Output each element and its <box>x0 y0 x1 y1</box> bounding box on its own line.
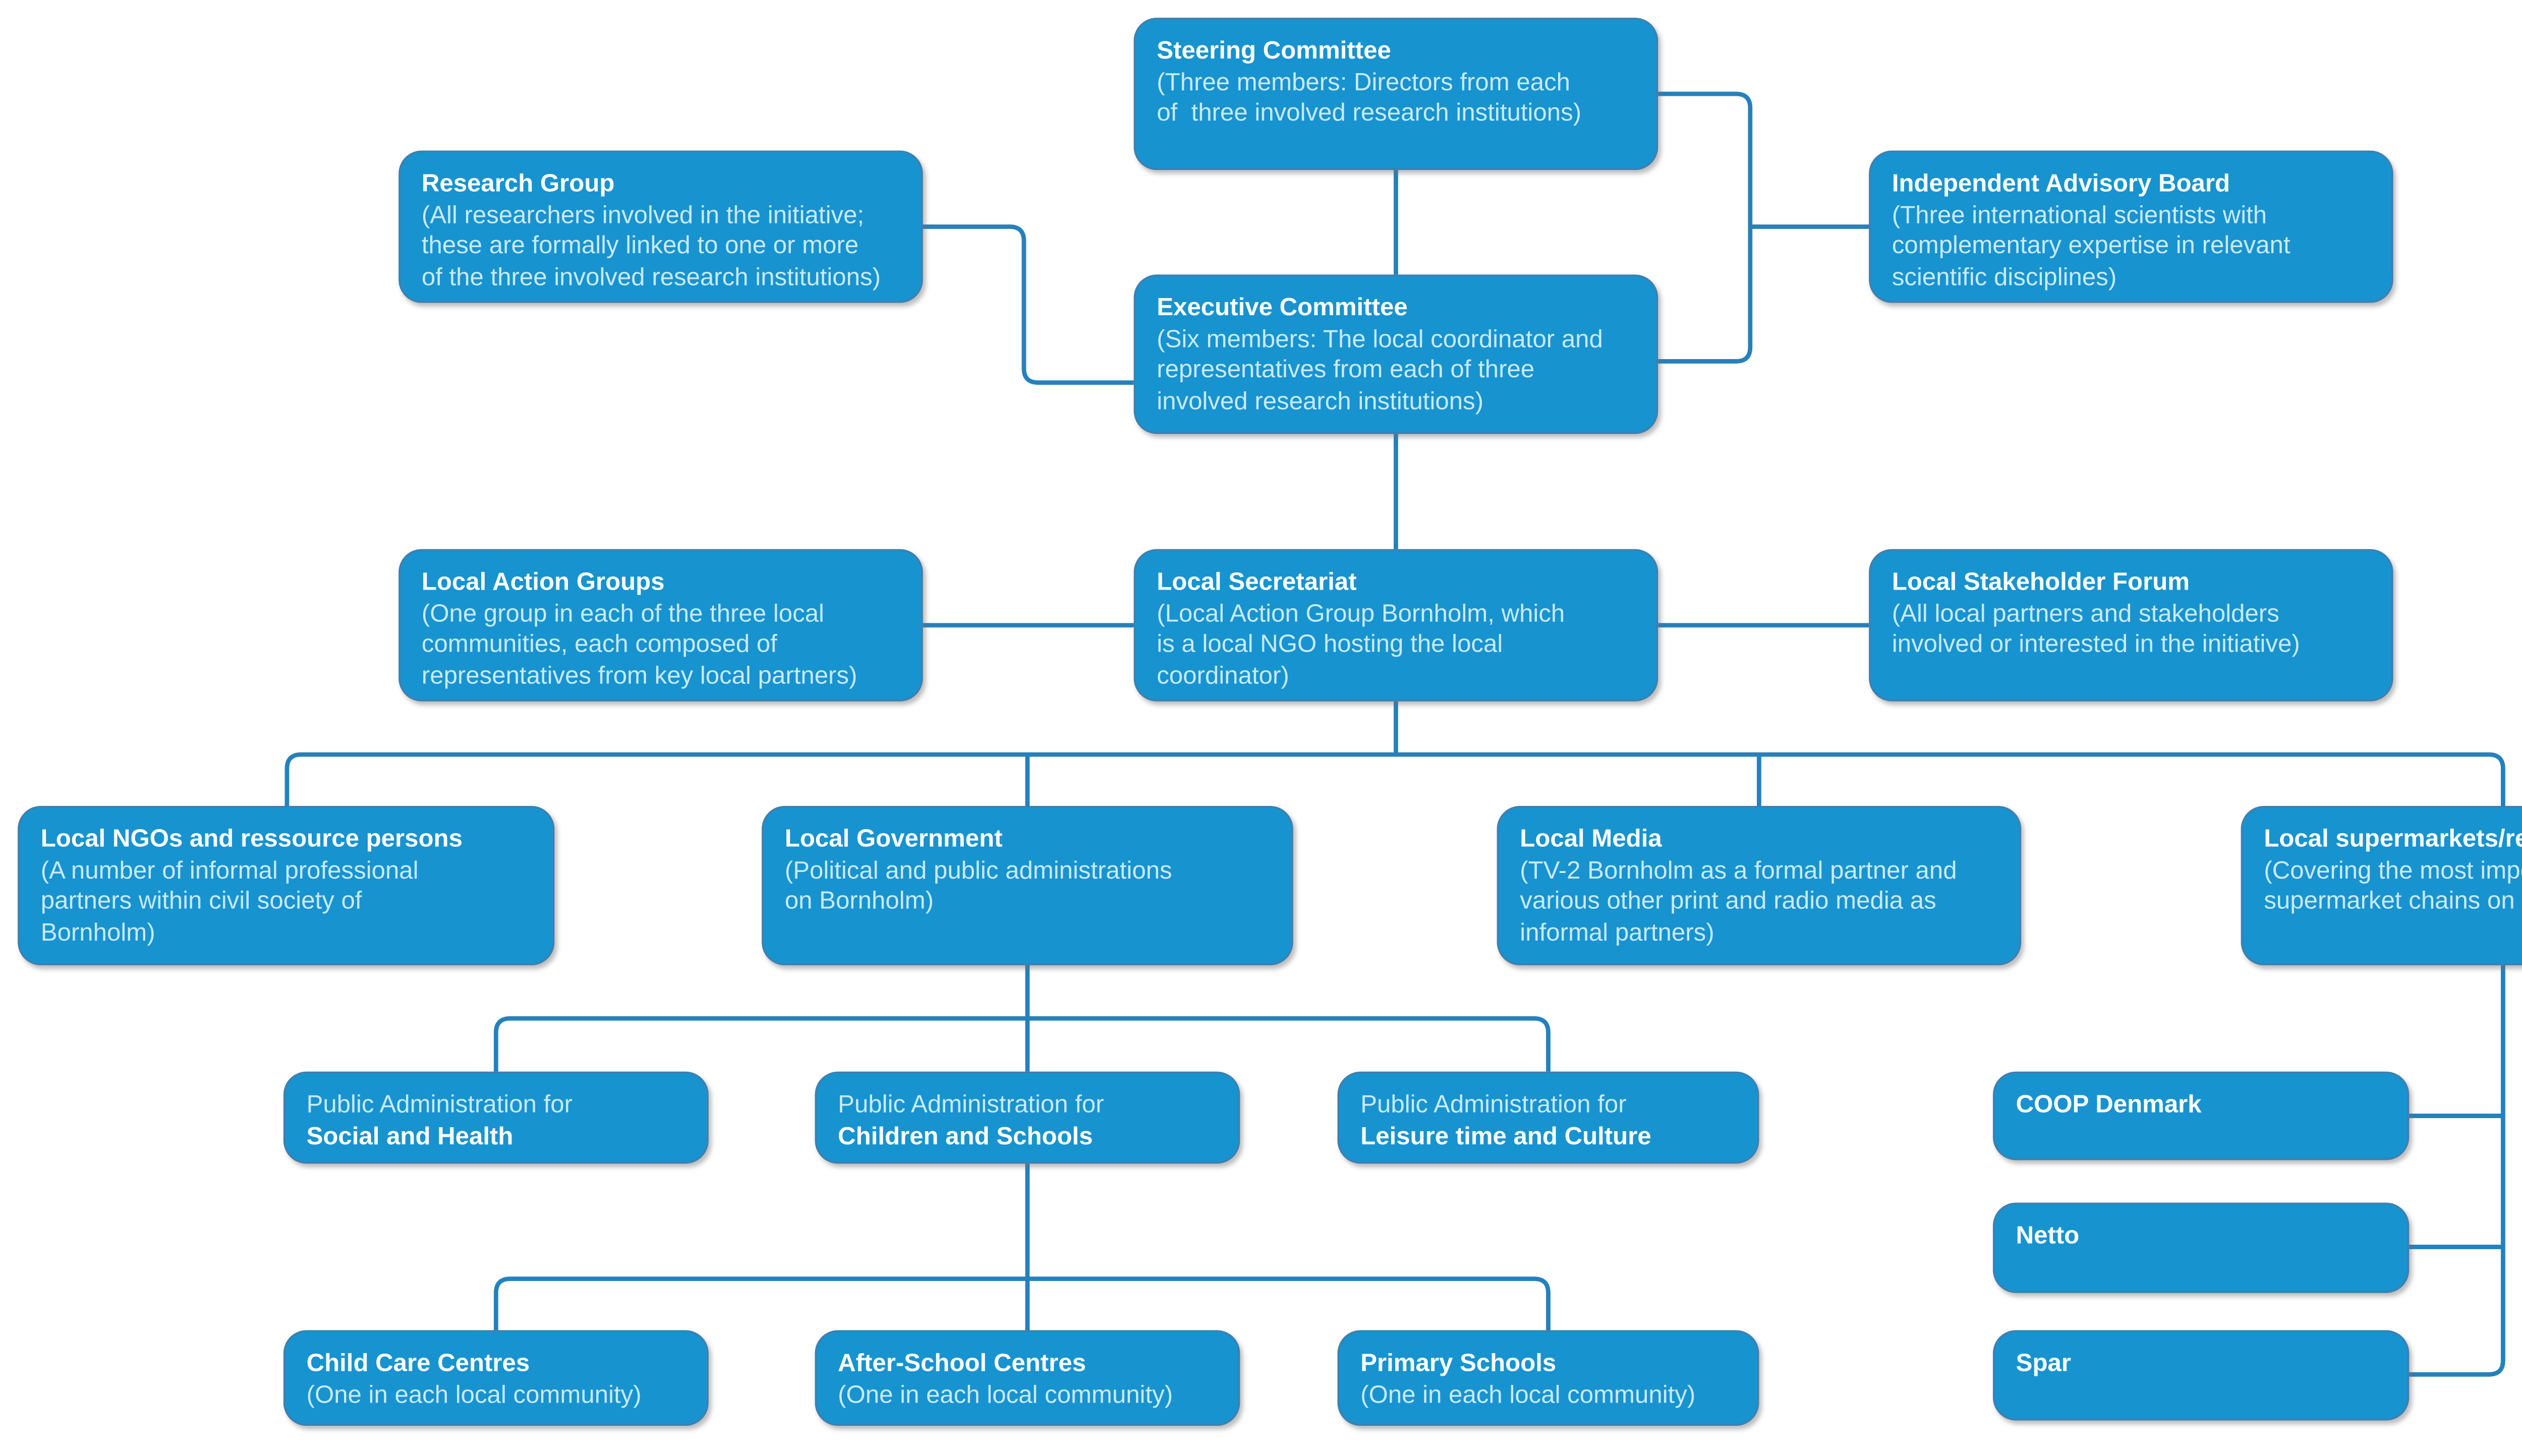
connector-steering-to-advisory-riser <box>1658 91 1753 364</box>
node-primary-schools: Primary Schools (One in each local commun… <box>1337 1330 1759 1426</box>
research-group-title: Research Group <box>421 168 615 197</box>
node-executive-committee: Executive Committee(Six members: The loc… <box>1133 274 1658 434</box>
local-secretariat-title: Local Secretariat <box>1157 566 1357 596</box>
local-supermarkets-title: Local supermarkets/retailers <box>2264 824 2522 852</box>
node-research-group: Research Group(All researchers involved … <box>398 150 923 303</box>
node-local-supermarkets: Local supermarkets/retailers(Covering th… <box>2241 805 2522 966</box>
local-government-title: Local Government <box>784 824 1003 852</box>
node-local-ngos: Local NGOs and ressource persons(A numbe… <box>18 805 555 966</box>
research-group-description: (All researchers involved in the initiat… <box>421 199 881 290</box>
netto-title: Netto <box>2016 1220 2080 1249</box>
primary-schools-description: (One in each local community) <box>1360 1379 1696 1408</box>
node-local-media: Local Media(TV-2 Bornholm as a formal pa… <box>1497 805 2022 966</box>
steering-committee-description: (Three members: Directors from each of t… <box>1157 66 1582 126</box>
pa-children-schools-description: Public Administration for <box>838 1089 1104 1118</box>
independent-advisory-board-description: (Three international scientists with com… <box>1891 199 2290 290</box>
connector-row4-bus <box>284 752 2505 806</box>
local-government-description: (Political and public administrations on… <box>784 854 1172 914</box>
connector-schools-bus <box>493 1276 1551 1330</box>
child-care-centres-description: (One in each local community) <box>306 1379 642 1408</box>
pa-leisure-culture-description: Public Administration for <box>1360 1089 1627 1118</box>
independent-advisory-board-title: Independent Advisory Board <box>1891 168 2230 197</box>
steering-committee-title: Steering Committee <box>1157 35 1391 64</box>
node-after-school-centres: After-School Centres (One in each local c… <box>815 1330 1240 1426</box>
local-action-groups-title: Local Action Groups <box>421 566 665 596</box>
spar-title: Spar <box>2016 1348 2071 1376</box>
node-steering-committee: Steering Committee(Three members: Direct… <box>1133 18 1658 170</box>
after-school-centres-title: After-School Centres <box>838 1348 1086 1376</box>
local-media-title: Local Media <box>1520 824 1662 852</box>
local-secretariat-description: (Local Action Group Bornholm, which is a… <box>1157 598 1565 688</box>
pa-social-health-description: Public Administration for <box>306 1089 573 1118</box>
connector-pa-bus <box>493 1016 1551 1072</box>
local-media-description: (TV-2 Bornholm as a formal partner and v… <box>1520 854 1957 945</box>
local-action-groups-description: (One group in each of the three local co… <box>421 598 857 688</box>
node-coop-denmark: COOP Denmark <box>1993 1071 2410 1160</box>
executive-committee-description: (Six members: The local coordinator and … <box>1157 323 1603 414</box>
node-child-care-centres: Child Care Centres (One in each local com… <box>283 1330 709 1426</box>
node-local-action-groups: Local Action Groups(One group in each of… <box>398 549 923 702</box>
connector-supermarket-trunk <box>2409 965 2505 1377</box>
connector-research-group-to-executive <box>923 224 1134 385</box>
node-independent-advisory-board: Independent Advisory Board(Three interna… <box>1869 150 2393 303</box>
local-stakeholder-forum-title: Local Stakeholder Forum <box>1891 566 2190 596</box>
local-ngos-title: Local NGOs and ressource persons <box>40 824 463 852</box>
child-care-centres-title: Child Care Centres <box>306 1348 530 1376</box>
local-ngos-description: (A number of informal professional partn… <box>40 854 419 945</box>
pa-children-schools-title: Children and Schools <box>838 1120 1093 1149</box>
pa-social-health-title: Social and Health <box>306 1120 513 1149</box>
node-local-government: Local Government(Political and public ad… <box>762 805 1293 966</box>
node-local-stakeholder-forum: Local Stakeholder Forum(All local partne… <box>1869 549 2393 702</box>
coop-denmark-title: COOP Denmark <box>2016 1089 2202 1118</box>
pa-leisure-culture-title: Leisure time and Culture <box>1360 1120 1651 1149</box>
executive-committee-title: Executive Committee <box>1157 292 1408 321</box>
after-school-centres-description: (One in each local community) <box>838 1379 1173 1408</box>
local-stakeholder-forum-description: (All local partners and stakeholders inv… <box>1891 598 2300 657</box>
node-local-secretariat: Local Secretariat(Local Action Group Bor… <box>1133 549 1658 702</box>
local-supermarkets-description: (Covering the most important supermarket… <box>2264 854 2522 914</box>
node-netto: Netto <box>1993 1202 2410 1293</box>
primary-schools-title: Primary Schools <box>1360 1348 1557 1376</box>
node-spar: Spar <box>1993 1330 2410 1421</box>
